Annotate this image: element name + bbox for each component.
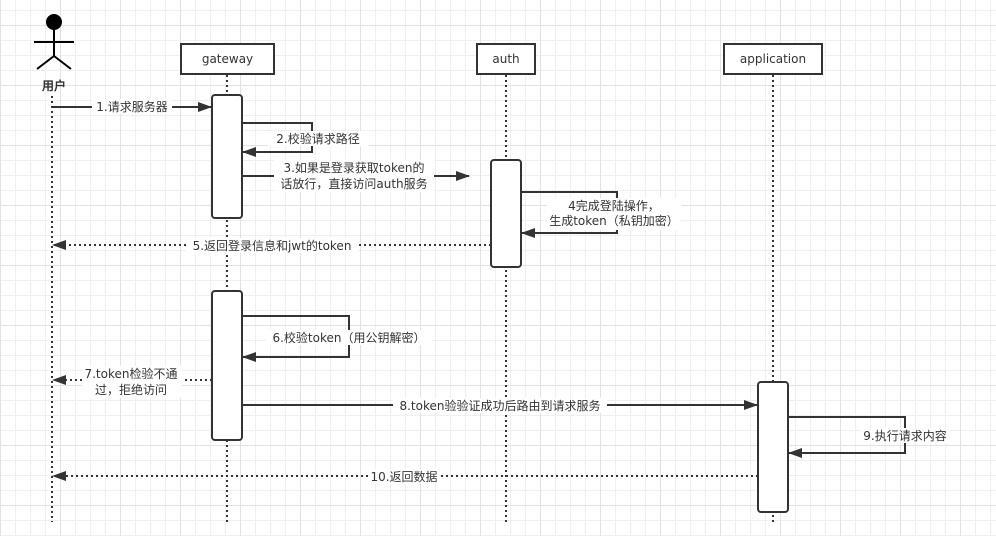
message-label: 1.请求服务器: [96, 99, 167, 114]
message-7[interactable]: 7.token检验不通 过，拒绝访问: [52, 366, 212, 398]
participant-gateway[interactable]: gateway: [180, 43, 275, 75]
message-label: 过，拒绝访问: [95, 382, 167, 397]
message-10[interactable]: 10.返回数据: [52, 469, 758, 484]
message-9[interactable]: 9.执行请求内容: [788, 416, 950, 458]
stick-figure-icon: [34, 14, 74, 70]
participant-label: application: [740, 52, 806, 66]
activation-gateway-2[interactable]: [211, 290, 243, 441]
message-label: 10.返回数据: [370, 469, 437, 484]
message-4[interactable]: 4完成登陆操作， 生成token（私钥加密）: [521, 191, 681, 238]
message-label: 8.token验验证成功后路由到请求服务: [399, 398, 600, 413]
message-6[interactable]: 6.校验token（用公钥解密）: [242, 315, 432, 362]
message-5[interactable]: 5.返回登录信息和jwt的token: [52, 238, 491, 253]
message-label: 9.执行请求内容: [863, 428, 946, 443]
message-1[interactable]: 1.请求服务器: [52, 99, 212, 114]
participant-auth[interactable]: auth: [476, 43, 536, 75]
participant-label: auth: [492, 52, 519, 66]
message-label: 6.校验token（用公钥解密）: [272, 330, 425, 345]
activation-application[interactable]: [757, 381, 789, 513]
actor-user[interactable]: 用户: [34, 14, 74, 93]
participant-label: gateway: [202, 52, 253, 66]
message-label: 3.如果是登录获取token的: [283, 160, 424, 175]
activation-gateway-1[interactable]: [211, 94, 243, 219]
actor-label: 用户: [41, 78, 66, 93]
activation-auth[interactable]: [490, 159, 522, 268]
message-label: 2.校验请求路径: [276, 131, 359, 146]
participant-application[interactable]: application: [723, 43, 823, 75]
message-label: 4完成登陆操作，: [568, 198, 660, 213]
message-8[interactable]: 8.token验验证成功后路由到请求服务: [242, 398, 758, 413]
message-label: 生成token（私钥加密）: [549, 213, 679, 228]
message-2[interactable]: 2.校验请求路径: [242, 122, 368, 157]
message-label: 7.token检验不通: [84, 366, 177, 381]
message-3[interactable]: 3.如果是登录获取token的 话放行，直接访问auth服务: [242, 160, 470, 192]
message-label: 5.返回登录信息和jwt的token: [193, 238, 352, 253]
message-label: 话放行，直接访问auth服务: [280, 176, 427, 191]
